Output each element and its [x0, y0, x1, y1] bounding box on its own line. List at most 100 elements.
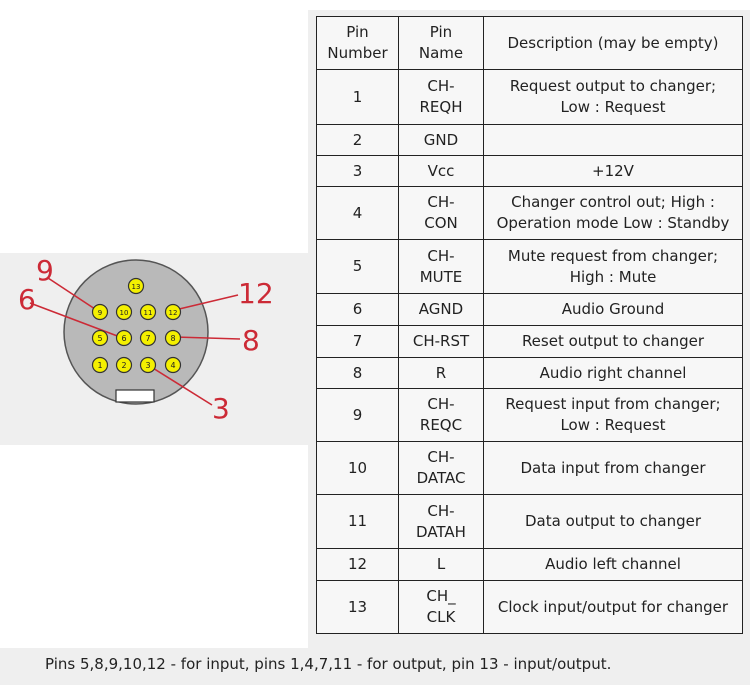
table-row: 13 CH_ CLK Clock input/output for change… — [316, 580, 743, 634]
pin-description-cell: Data input from changer — [483, 441, 743, 495]
table-row: 10 CH- DATAC Data input from changer — [316, 441, 743, 495]
pin-8: 8 — [164, 329, 182, 347]
svg-text:2: 2 — [121, 361, 126, 370]
pin-name-cell: L — [398, 548, 484, 581]
pin-description-cell: Reset output to changer — [483, 325, 743, 358]
table-row: 2 GND — [316, 124, 743, 156]
table-row: 11 CH- DATAH Data output to changer — [316, 494, 743, 549]
pin-description-cell: Mute request from changer; High : Mute — [483, 239, 743, 294]
pin-dot — [139, 356, 157, 374]
pin-name-cell: CH- DATAH — [398, 494, 484, 549]
pin-dot — [115, 356, 133, 374]
pin-table: Pin Number Pin Name Description (may be … — [316, 16, 743, 634]
pin-dot — [164, 303, 182, 321]
pin-13: 13 — [127, 277, 145, 295]
pin-description-cell: Clock input/output for changer — [483, 580, 743, 634]
pin-description-cell: Changer control out; High : Operation mo… — [483, 186, 743, 240]
pin-number-cell: 11 — [316, 494, 399, 549]
svg-text:10: 10 — [120, 309, 129, 317]
pin-11: 11 — [139, 303, 157, 321]
pin-dot — [127, 277, 145, 295]
svg-text:3: 3 — [145, 361, 150, 370]
pin-number-cell: 6 — [316, 293, 399, 326]
pin-name-cell: CH_ CLK — [398, 580, 484, 634]
pin-dot — [91, 329, 109, 347]
pin-number-cell: 10 — [316, 441, 399, 495]
table-row: 6 AGND Audio Ground — [316, 293, 743, 326]
pin-name-cell: CH- MUTE — [398, 239, 484, 294]
pin-number-cell: 13 — [316, 580, 399, 634]
pin-name-cell: CH-RST — [398, 325, 484, 358]
table-row: 9 CH- REQC Request input from changer; L… — [316, 388, 743, 442]
table-row: 3 Vcc +12V — [316, 155, 743, 187]
pin-number-cell: 4 — [316, 186, 399, 240]
header-pin-number: Pin Number — [316, 16, 399, 70]
pin-description-cell: Audio right channel — [483, 357, 743, 389]
table-row: 4 CH- CON Changer control out; High : Op… — [316, 186, 743, 240]
pin-name-cell: R — [398, 357, 484, 389]
pin-6: 6 — [115, 329, 133, 347]
pin-5: 5 — [91, 329, 109, 347]
pin-dot — [115, 329, 133, 347]
footer-band — [0, 648, 750, 685]
pin-number-cell: 5 — [316, 239, 399, 294]
pin-description-cell: Audio Ground — [483, 293, 743, 326]
callout-label-3: 3 — [212, 392, 230, 425]
pin-12: 12 — [164, 303, 182, 321]
header-pin-name: Pin Name — [398, 16, 484, 70]
table-row: 7 CH-RST Reset output to changer — [316, 325, 743, 358]
table-row: 8 R Audio right channel — [316, 357, 743, 389]
table-row: 5 CH- MUTE Mute request from changer; Hi… — [316, 239, 743, 294]
pin-3: 3 — [139, 356, 157, 374]
pin-9: 9 — [91, 303, 109, 321]
pin-7: 7 — [139, 329, 157, 347]
pin-dot — [91, 356, 109, 374]
pin-name-cell: AGND — [398, 293, 484, 326]
pin-dot — [115, 303, 133, 321]
pin-dot — [139, 303, 157, 321]
pin-dot — [164, 329, 182, 347]
pin-description-cell: Audio left channel — [483, 548, 743, 581]
connector-key-notch — [115, 389, 155, 403]
callout-line-3 — [147, 364, 213, 406]
pin-description-cell: +12V — [483, 155, 743, 187]
pin-number-cell: 3 — [316, 155, 399, 187]
svg-text:1: 1 — [97, 361, 102, 370]
pin-number-cell: 2 — [316, 124, 399, 156]
pin-name-cell: CH- REQC — [398, 388, 484, 442]
pin-number-cell: 9 — [316, 388, 399, 442]
callout-line-12 — [174, 294, 239, 311]
pin-4: 4 — [164, 356, 182, 374]
svg-text:12: 12 — [169, 309, 178, 317]
pin-dot — [164, 356, 182, 374]
svg-text:6: 6 — [121, 334, 126, 343]
callout-label-8: 8 — [242, 324, 260, 357]
footer-note: Pins 5,8,9,10,12 - for input, pins 1,4,7… — [45, 655, 612, 673]
pin-description-cell: Request output to changer; Low : Request — [483, 69, 743, 125]
svg-text:9: 9 — [98, 309, 102, 317]
pin-name-cell: GND — [398, 124, 484, 156]
pin-2: 2 — [115, 356, 133, 374]
callout-line-6 — [29, 302, 121, 338]
svg-text:13: 13 — [132, 283, 141, 291]
svg-text:11: 11 — [144, 309, 153, 317]
svg-text:4: 4 — [170, 361, 175, 370]
pin-dot — [91, 303, 109, 321]
pin-name-cell: Vcc — [398, 155, 484, 187]
svg-text:8: 8 — [170, 334, 175, 343]
table-row: 12 L Audio left channel — [316, 548, 743, 581]
pin-description-cell: Request input from changer; Low : Reques… — [483, 388, 743, 442]
svg-text:5: 5 — [97, 334, 102, 343]
pin-number-cell: 12 — [316, 548, 399, 581]
pin-number-cell: 1 — [316, 69, 399, 125]
table-row: 1 CH- REQH Request output to changer; Lo… — [316, 69, 743, 125]
header-description: Description (may be empty) — [483, 16, 743, 70]
pin-10: 10 — [115, 303, 133, 321]
pin-name-cell: CH- CON — [398, 186, 484, 240]
callout-line-9 — [47, 277, 99, 312]
pin-dot — [139, 329, 157, 347]
callout-label-9: 9 — [36, 254, 54, 287]
callout-label-12: 12 — [238, 277, 274, 310]
pin-description-cell: Data output to changer — [483, 494, 743, 549]
callout-label-6: 6 — [18, 283, 36, 316]
